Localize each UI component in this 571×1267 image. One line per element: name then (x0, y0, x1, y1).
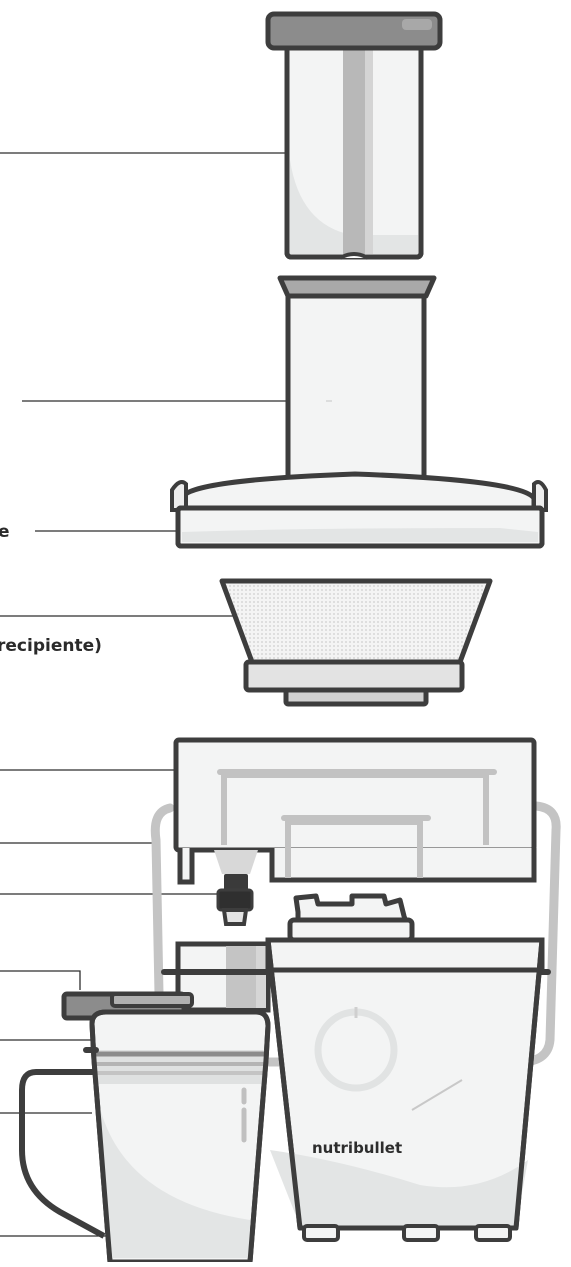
filter-basket (219, 578, 493, 707)
brand-logo-text: nutribullet (312, 1139, 402, 1157)
motor-base: nutribullet (161, 893, 551, 1242)
leader-lines (0, 152, 330, 1237)
lid (170, 471, 548, 549)
leader-line-spout-cap (0, 970, 81, 990)
pitcher-handle (19, 1069, 106, 1239)
juice-pitcher (19, 1009, 271, 1265)
callout-label-filter-basket: recipiente) (0, 636, 102, 656)
feed-chute (277, 275, 437, 481)
pulp-collector-bowl (173, 737, 537, 885)
callout-label-lid: e (0, 522, 10, 542)
food-pusher (265, 11, 443, 260)
anti-drip-spout (216, 874, 254, 926)
